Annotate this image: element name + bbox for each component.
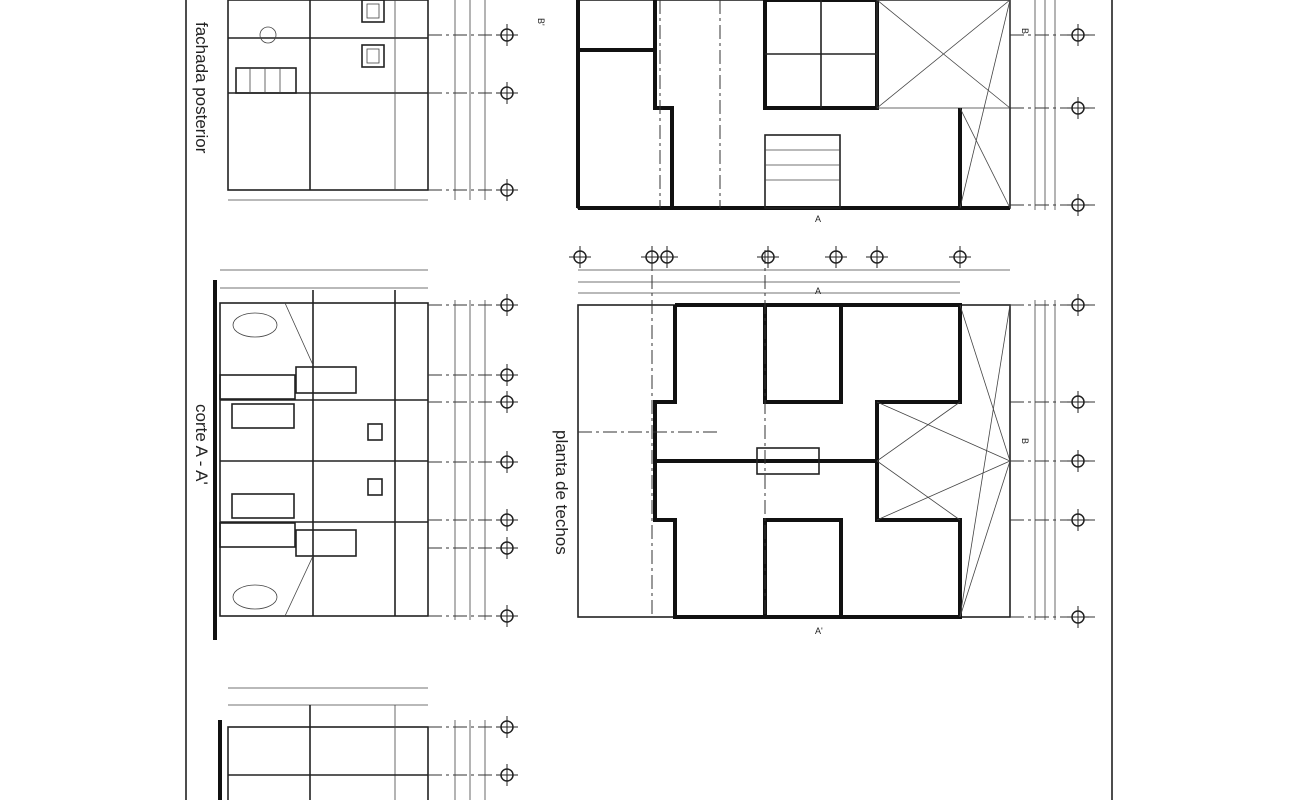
section-mark-b-prime: B' [536,18,546,26]
grid-bubble-cross [656,246,678,268]
grid-bubble-cross [496,364,518,386]
rear-facade-drawing: fachada posterior [192,0,515,201]
upper-floor-plan: B' B A [536,0,1095,224]
grid-bubble-cross [496,294,518,316]
grid-bubble-cross [569,246,591,268]
grid-bubble-cross [949,246,971,268]
section-a-drawing: corte A - A' [192,269,515,640]
grid-bubble-cross [1067,24,1089,46]
grid-bubble-cross [496,82,518,104]
grid-bubble-cross [866,246,888,268]
grid-bubble-cross [825,246,847,268]
grid-bubble-cross [496,391,518,413]
grid-bubble-cross [496,179,518,201]
front-facade-drawing [218,687,515,800]
section-mark-b-top: B [1020,28,1030,34]
grid-bubble-cross [1067,391,1089,413]
section-mark-a-top: A [815,214,821,224]
section-mark-a-prime: A' [815,626,823,636]
grid-bubble-cross [496,764,518,786]
grid-bubble-cross [496,24,518,46]
grid-bubble-cross [1067,450,1089,472]
rear-facade-title: fachada posterior [192,22,211,154]
grid-bubble-cross [1067,294,1089,316]
roof-plan-drawing: A A' B planta de techos [552,250,1095,636]
grid-bubble-cross [496,605,518,627]
roof-plan-title: planta de techos [552,430,571,555]
grid-bubble-cross [496,451,518,473]
grid-bubble-cross [496,716,518,738]
grid-bubble-cross [1067,194,1089,216]
grid-bubble-cross [1067,509,1089,531]
grid-bubble-cross [1067,97,1089,119]
grid-bubbles [496,24,1089,786]
section-mark-a: A [815,286,821,296]
section-title: corte A - A' [192,404,211,485]
grid-bubble-cross [496,537,518,559]
grid-bubble-cross [757,246,779,268]
section-mark-b: B [1020,438,1030,444]
grid-bubble-cross [1067,606,1089,628]
grid-bubble-cross [496,509,518,531]
